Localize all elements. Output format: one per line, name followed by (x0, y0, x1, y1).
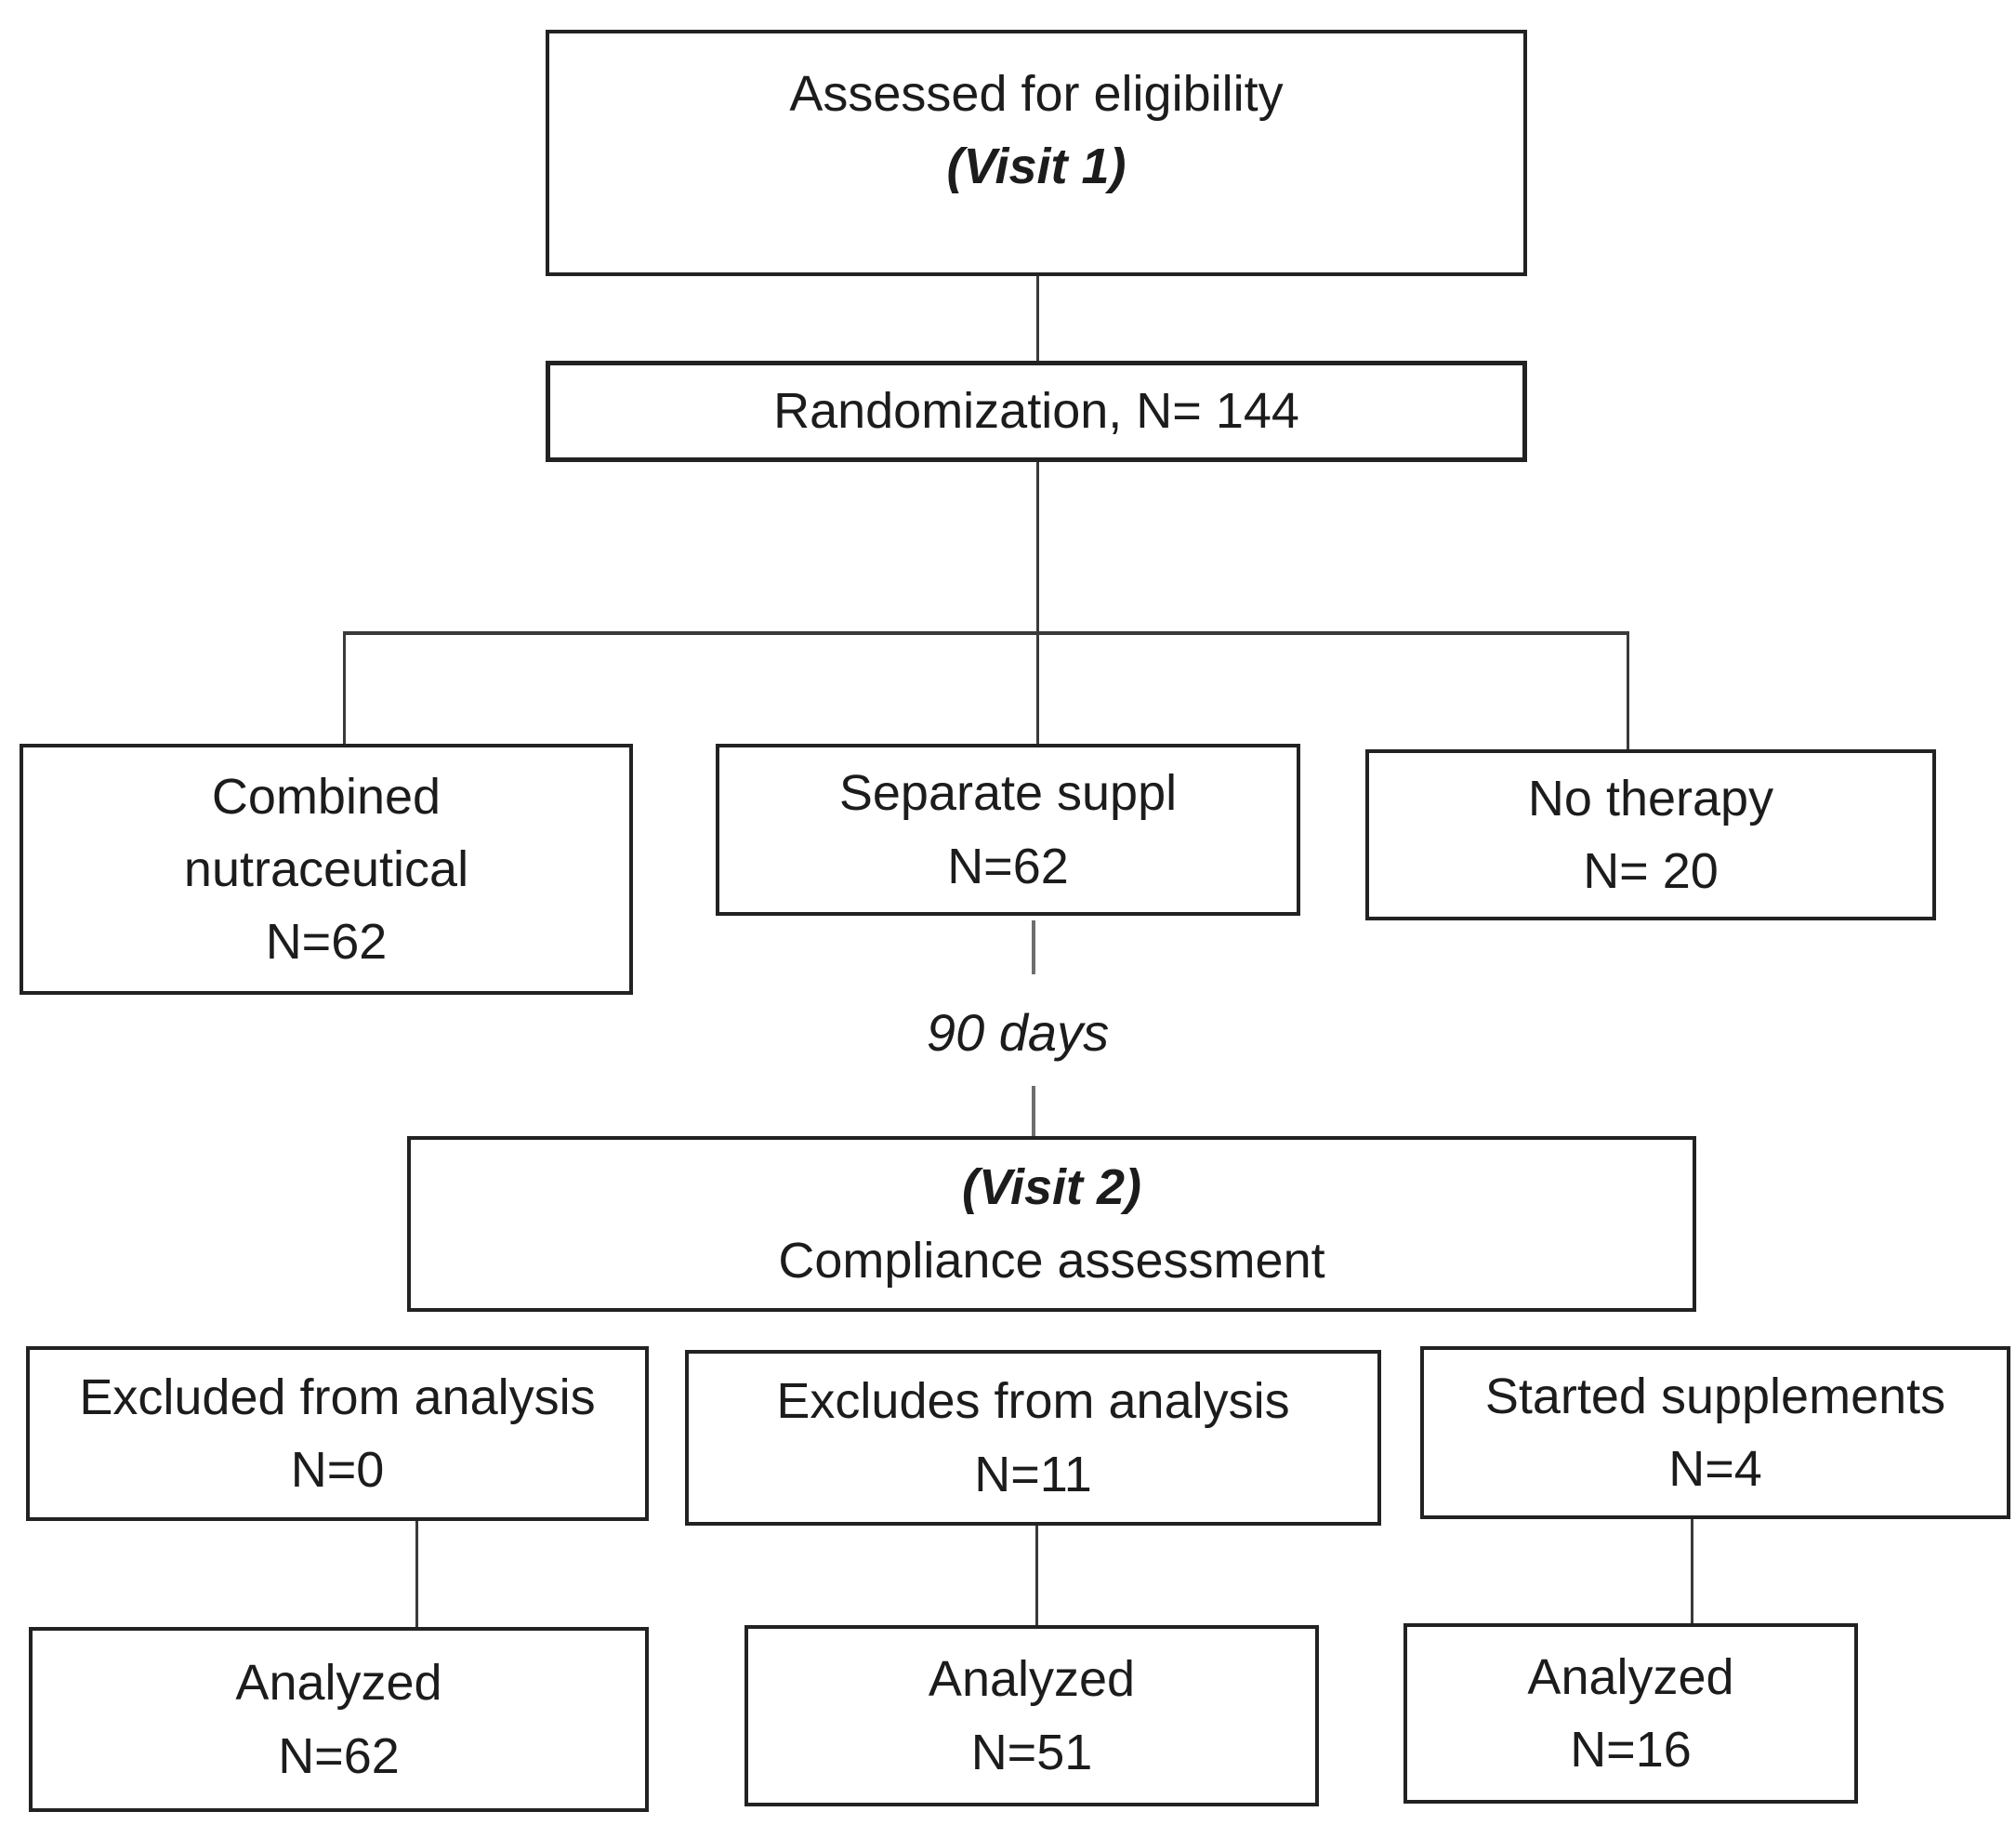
excluded-mid-n-value: N=11 (974, 1446, 1092, 1502)
no-therapy-label: No therapy (1527, 770, 1774, 827)
analyzed-right-n-value: N=16 (1570, 1722, 1692, 1778)
separate-label: Separate suppl (838, 765, 1178, 822)
combined-nutraceutical-box: Combined nutraceutical N=62 (20, 744, 633, 995)
connector-started-analyzed-right (1691, 1519, 1693, 1623)
randomization-box: Randomization, N= 144 (546, 361, 1527, 462)
visit2-label: (Visit 2) (961, 1159, 1142, 1216)
separate-n-value: N=62 (947, 838, 1069, 894)
analyzed-left-n-value: N=62 (278, 1727, 400, 1784)
eligibility-label: Assessed for eligibility (789, 66, 1284, 122)
connector-excluded-analyzed-left (415, 1521, 418, 1627)
no-therapy-n-value: N= 20 (1583, 843, 1719, 899)
eligibility-box: Assessed for eligibility (Visit 1) (546, 30, 1527, 276)
analyzed-right-box: Analyzed N=16 (1403, 1623, 1858, 1804)
visit2-box: (Visit 2) Compliance assessment (407, 1136, 1696, 1312)
analyzed-left-label: Analyzed (235, 1655, 442, 1712)
analyzed-mid-n-value: N=51 (970, 1724, 1093, 1780)
analyzed-right-label: Analyzed (1527, 1648, 1734, 1705)
connector-branch-left-drop (343, 631, 346, 744)
started-supplements-n-value: N=4 (1668, 1441, 1762, 1497)
combined-label-line1: Combined (211, 768, 441, 825)
excluded-from-analysis-left-box: Excluded from analysis N=0 (26, 1346, 649, 1521)
started-supplements-box: Started supplements N=4 (1420, 1346, 2010, 1519)
no-therapy-box: No therapy N= 20 (1365, 749, 1936, 920)
analyzed-mid-label: Analyzed (928, 1651, 1136, 1708)
started-supplements-label: Started supplements (1484, 1368, 1946, 1424)
analyzed-left-box: Analyzed N=62 (29, 1627, 649, 1812)
analyzed-middle-box: Analyzed N=51 (744, 1625, 1319, 1806)
excluded-left-n-value: N=0 (290, 1442, 385, 1498)
connector-branch-right-drop (1627, 631, 1629, 749)
connector-branch-middle-drop (1036, 631, 1039, 744)
compliance-assessment-label: Compliance assessment (778, 1232, 1325, 1289)
randomization-label: Randomization, N= 144 (773, 383, 1299, 440)
connector-separate-to-90days (1032, 920, 1035, 974)
connector-branch-horizontal (343, 631, 1627, 635)
excluded-left-label: Excluded from analysis (79, 1369, 596, 1425)
connector-excluded-analyzed-middle (1035, 1526, 1038, 1625)
excludes-from-analysis-middle-box: Excludes from analysis N=11 (685, 1350, 1381, 1526)
connector-90days-to-visit2 (1032, 1086, 1035, 1136)
combined-n-value: N=62 (265, 914, 388, 971)
connector-eligibility-randomization (1036, 276, 1039, 361)
interval-90days-label: 90 days (926, 1003, 1110, 1062)
combined-label-line2: nutraceutical (183, 840, 469, 897)
visit1-label: (Visit 1) (946, 139, 1127, 195)
excluded-mid-label: Excludes from analysis (776, 1373, 1290, 1430)
separate-suppl-box: Separate suppl N=62 (716, 744, 1300, 916)
connector-randomization-branch (1036, 462, 1039, 631)
